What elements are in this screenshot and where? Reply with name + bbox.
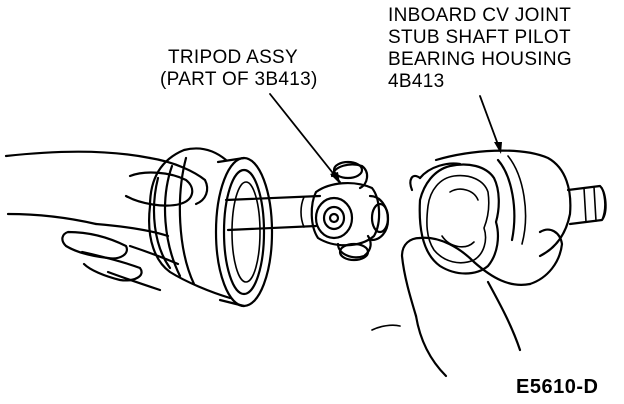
inboard-label-line1: INBOARD CV JOINT — [388, 5, 572, 26]
stub-shaft — [224, 194, 322, 232]
figure-code: E5610-D — [516, 376, 599, 398]
inboard-label-line3: BEARING HOUSING — [388, 49, 572, 70]
tripod-label-line2: (PART OF 3B413) — [160, 69, 318, 90]
inboard-arrowhead — [494, 142, 502, 154]
tripod-arrowhead — [330, 172, 340, 184]
right-hand — [371, 162, 564, 378]
cv-joint-housing — [418, 149, 607, 275]
inboard-label-line4: 4B413 — [388, 71, 445, 92]
inboard-label-line2: STUB SHAFT PILOT — [388, 27, 571, 48]
leader-lines — [269, 93, 501, 183]
tripod-assembly — [310, 160, 390, 262]
cv-boot — [148, 147, 274, 308]
tripod-label-line1: TRIPOD ASSY — [168, 47, 299, 68]
